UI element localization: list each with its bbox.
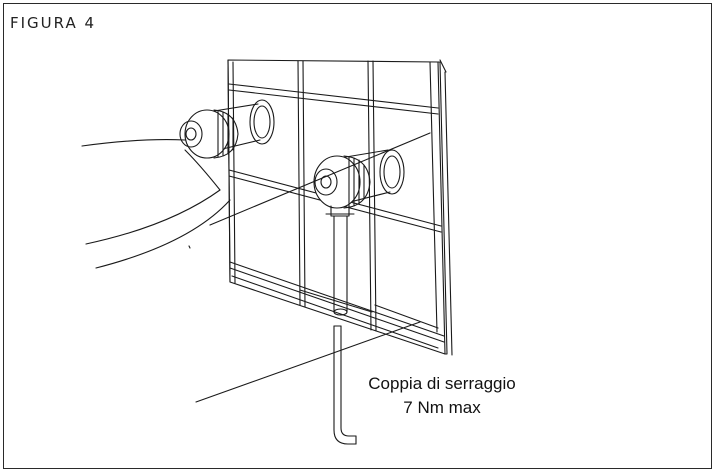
caption-torque-label: Coppia di serraggio [368, 374, 516, 393]
tile-bevel-b3 [299, 289, 373, 313]
right-flange-inner [383, 155, 401, 189]
left-flange [249, 99, 275, 145]
hose-dot [188, 245, 191, 249]
figure-title: FIGURA 4 [10, 14, 97, 32]
leader-line-upper [209, 132, 431, 226]
left-nut [184, 109, 230, 159]
leader-lines [195, 132, 431, 403]
wall-edge-top [439, 59, 447, 73]
left-nut-ribs [217, 110, 234, 158]
right-fitting [313, 149, 405, 217]
tile-bevel-right [429, 61, 438, 333]
allen-key [333, 325, 357, 445]
grout-h3a [229, 261, 445, 337]
grout-v1b [302, 60, 306, 308]
grout-v1a [297, 60, 301, 306]
grout-h1a [228, 83, 439, 109]
pipe [333, 215, 348, 316]
right-nut-ribs [348, 156, 365, 208]
left-flange-inner [253, 105, 271, 139]
pipe-sides [333, 215, 348, 313]
wall-edge [437, 61, 448, 355]
allen-key-b [340, 325, 357, 437]
left-nut-face [179, 120, 203, 148]
right-nut-face [314, 168, 338, 196]
left-nut-rim [213, 109, 239, 159]
grub-screw [330, 205, 350, 217]
caption-torque-value: 7 Nm max [403, 398, 481, 417]
grout-v0b [232, 61, 236, 284]
hose-bottom-b [95, 199, 231, 269]
wall-edge-outer [444, 71, 453, 356]
hose-bottom-a [85, 189, 221, 245]
allen-key-a [333, 325, 357, 445]
leader-line-lower [195, 321, 421, 403]
grout-h3b [229, 267, 445, 343]
left-nut-hole [185, 127, 197, 141]
tile-bevel-bottom [231, 275, 439, 349]
flexible-hose [81, 139, 231, 269]
right-nut-rim [343, 155, 371, 209]
pipe-end [333, 308, 348, 316]
hose-top [81, 139, 186, 147]
left-fitting [179, 99, 275, 159]
grout-v0 [227, 59, 231, 283]
grout-h1b [228, 89, 439, 115]
hose-bend [184, 149, 221, 191]
grout-v2a [367, 60, 372, 331]
right-flange [379, 149, 405, 195]
tile-bevel-b2 [374, 304, 439, 329]
figure-frame [3, 3, 712, 469]
